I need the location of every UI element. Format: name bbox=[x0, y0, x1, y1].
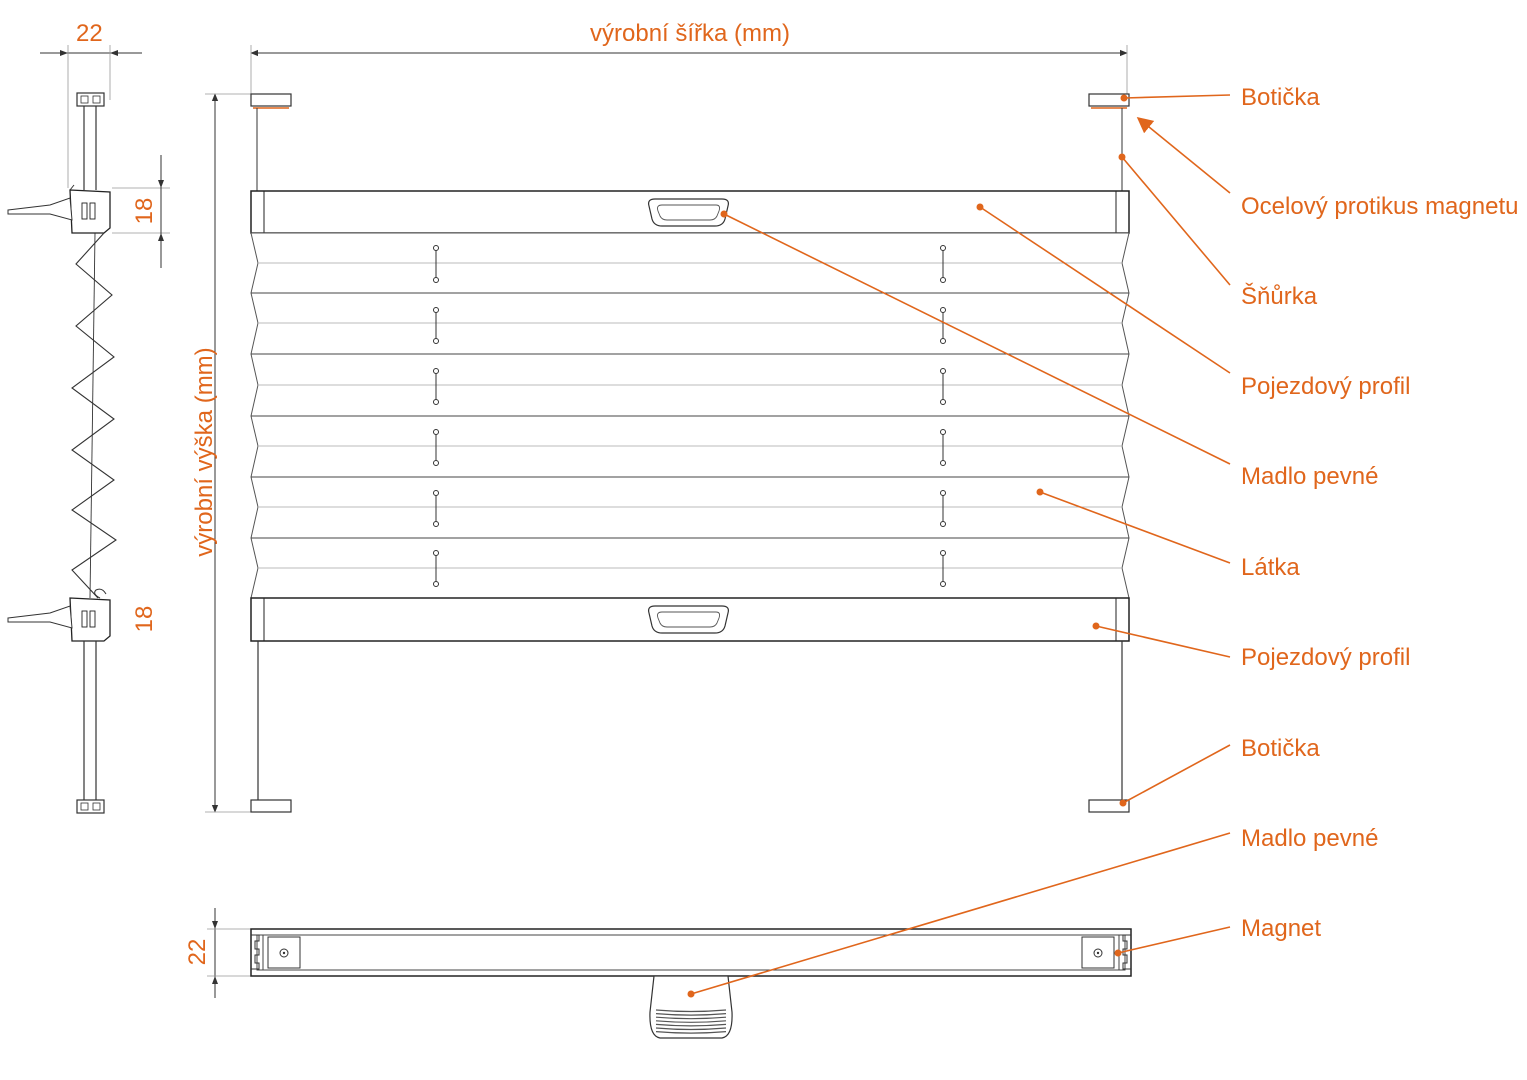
pleated-fabric bbox=[250, 232, 1130, 599]
cord-hole bbox=[433, 338, 439, 344]
callout-dots bbox=[687, 94, 1128, 998]
callout-latka: Látka bbox=[1241, 554, 1300, 581]
handle-rib bbox=[655, 1023, 727, 1027]
bottom-right-bracket bbox=[1088, 799, 1130, 813]
cord-hole bbox=[433, 399, 439, 405]
width-dimension bbox=[250, 45, 1128, 98]
cord-hole bbox=[433, 245, 439, 251]
callout-snurka: Šňůrka bbox=[1241, 283, 1318, 310]
top-right-bracket bbox=[1088, 93, 1130, 109]
callout-pojezdovy-profil-bottom: Pojezdový profil bbox=[1241, 644, 1411, 671]
callout-leaders bbox=[690, 94, 1231, 995]
cord-hole bbox=[433, 490, 439, 496]
cord-hole bbox=[940, 460, 946, 466]
handle-profile bbox=[649, 975, 733, 1039]
cord-hole bbox=[940, 399, 946, 405]
handle-rib bbox=[655, 1009, 727, 1013]
cord-hole bbox=[940, 550, 946, 556]
cord-holes bbox=[433, 245, 946, 587]
callout-madlo-pevne-bottom: Madlo pevné bbox=[1241, 825, 1379, 852]
cord-hole bbox=[433, 521, 439, 527]
callout-madlo-pevne-top: Madlo pevné bbox=[1241, 463, 1379, 490]
side-upper-dimension-label: 18 bbox=[131, 197, 158, 225]
side-width-label: 22 bbox=[76, 20, 103, 47]
cord-hole bbox=[940, 368, 946, 374]
handle-rib bbox=[655, 1020, 727, 1023]
rail-cross-section bbox=[207, 908, 1132, 1039]
height-dimension-label: výrobní výška (mm) bbox=[191, 347, 218, 557]
cord-hole bbox=[940, 277, 946, 283]
cord-hole bbox=[940, 521, 946, 527]
bottom-rail-profile bbox=[250, 597, 1130, 642]
cord-hole bbox=[433, 429, 439, 435]
handle-rib bbox=[655, 1027, 727, 1031]
profile-height-dimension-label: 22 bbox=[184, 938, 211, 966]
cord-hole bbox=[940, 429, 946, 435]
cord-hole bbox=[433, 368, 439, 374]
handle-rib bbox=[655, 1016, 727, 1020]
callout-ocelovy-protikus: Ocelový protikus magnetu bbox=[1241, 193, 1519, 220]
cord-hole bbox=[940, 490, 946, 496]
cord-hole bbox=[940, 338, 946, 344]
bottom-left-bracket bbox=[250, 799, 292, 813]
cord-hole bbox=[433, 460, 439, 466]
cord-hole bbox=[433, 307, 439, 313]
callout-boticka-top: Botička bbox=[1241, 84, 1320, 111]
callout-boticka-bottom: Botička bbox=[1241, 735, 1320, 762]
callout-magnet: Magnet bbox=[1241, 915, 1322, 942]
callout-pojezdovy-profil-top: Pojezdový profil bbox=[1241, 373, 1411, 400]
cord-hole bbox=[940, 307, 946, 313]
width-dimension-label: výrobní šířka (mm) bbox=[590, 20, 791, 47]
top-rail-profile bbox=[250, 190, 1130, 234]
cord-hole bbox=[433, 550, 439, 556]
handle-rib bbox=[655, 1013, 727, 1016]
cord-hole bbox=[433, 581, 439, 587]
handle-rib bbox=[655, 1031, 727, 1034]
top-left-bracket bbox=[250, 93, 292, 109]
side-section-view bbox=[7, 45, 170, 814]
side-lower-dimension-label: 18 bbox=[131, 605, 158, 633]
cord-hole bbox=[940, 245, 946, 251]
height-dimension bbox=[205, 93, 256, 813]
cord-hole bbox=[433, 277, 439, 283]
cord-hole bbox=[940, 581, 946, 587]
